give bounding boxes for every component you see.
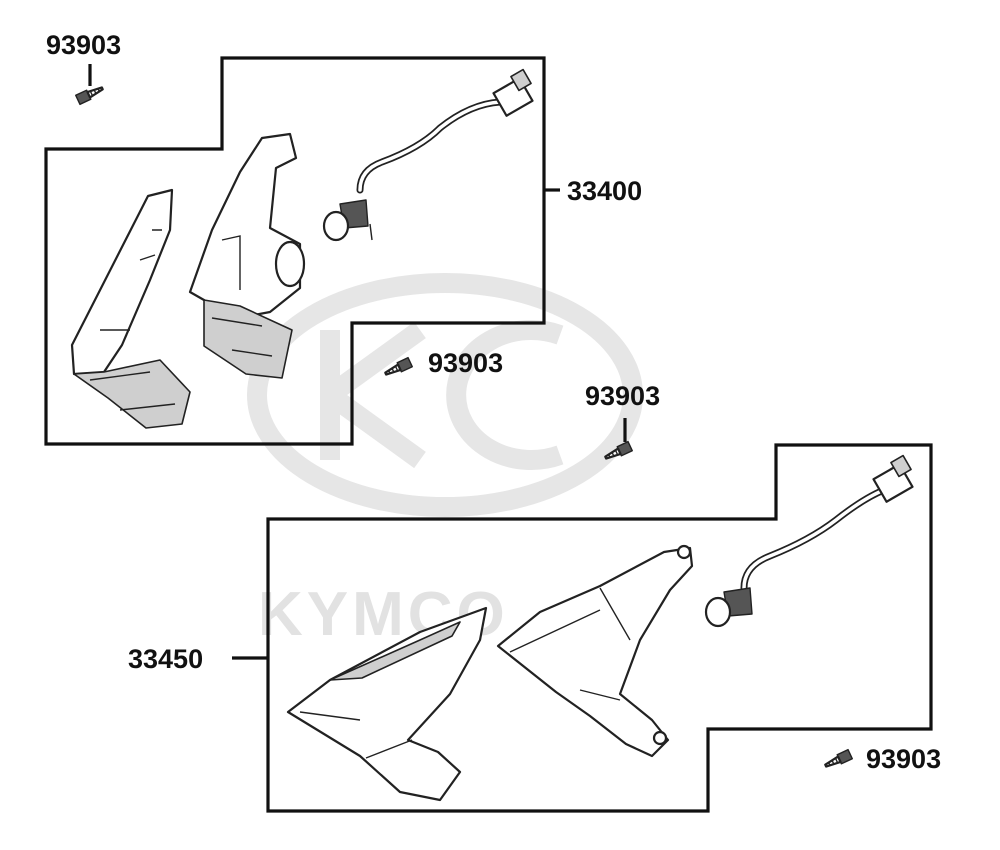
- screw-icon: [384, 356, 413, 376]
- upper-lamp-housing: [188, 132, 306, 379]
- callout-screw-93903: 93903: [428, 348, 503, 378]
- assembly-frame-lower: [266, 443, 933, 813]
- callout-screw-93903: 93903: [585, 381, 660, 411]
- upper-bulb-socket-harness: [322, 68, 534, 242]
- callout-screw-93903: 93903: [46, 30, 121, 60]
- screw-icon: [75, 86, 104, 106]
- lower-bulb-socket-harness: [704, 454, 914, 628]
- callout-assembly-33400: 33400: [567, 176, 642, 206]
- upper-lens-cover: [70, 188, 191, 429]
- screw-icon: [604, 440, 633, 460]
- callout-assembly-33450: 33450: [128, 644, 203, 674]
- kymco-watermark-logo: KYMCO: [247, 273, 643, 649]
- lower-lens-cover: [286, 606, 488, 802]
- screw-icon: [824, 748, 853, 768]
- lower-lamp-housing: [496, 544, 694, 758]
- callout-screw-93903: 93903: [866, 744, 941, 774]
- assembly-frame-upper: [44, 56, 546, 446]
